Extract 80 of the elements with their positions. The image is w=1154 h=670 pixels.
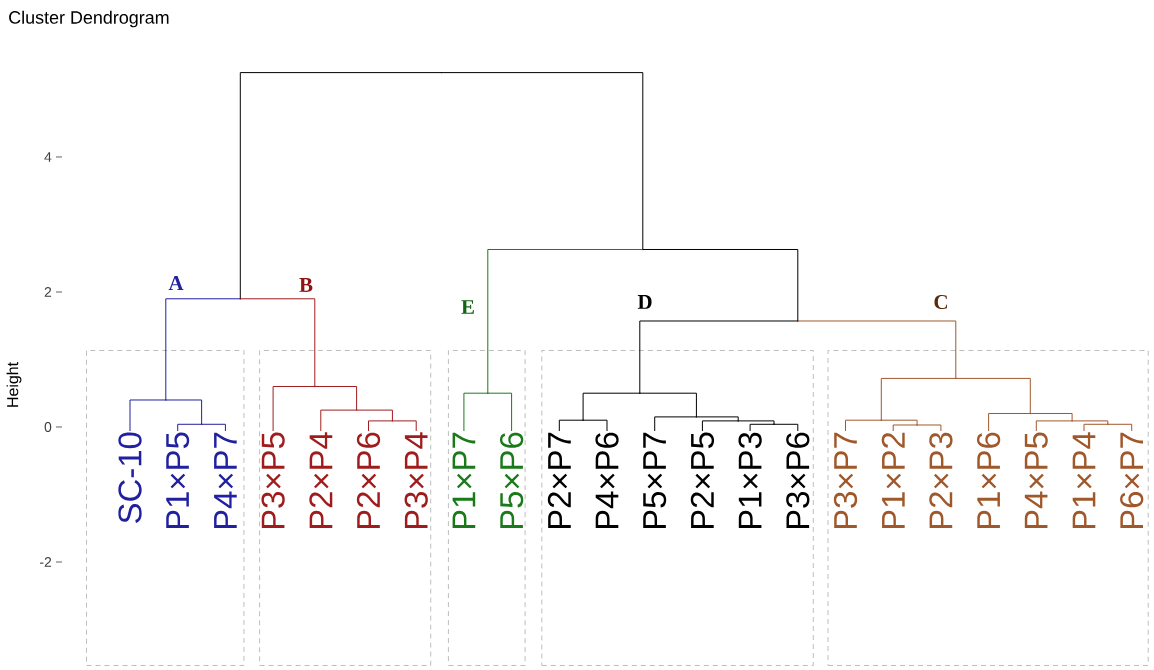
leaf-label: P5×P6 [499,432,524,529]
dendrogram-branch [582,419,608,432]
dendrogram-branch [356,409,393,422]
dendrogram-branch [1029,413,1073,422]
leaf-label: P1×P3 [738,432,762,529]
dendrogram-branch [1071,420,1109,425]
dendrogram-branch [129,399,167,432]
cluster-letter: A [168,276,184,290]
dendrogram-branch [737,420,775,425]
cluster-box [259,350,432,666]
dendrogram-branch [797,320,957,379]
dendrogram-branch [773,423,799,432]
leaf-label: P2×P7 [547,432,571,529]
cluster-box [447,350,526,666]
leaf-label: P3×P7 [833,432,858,529]
chart-title: Cluster Dendrogram [9,10,169,28]
dendrogram-branch [916,424,942,432]
dendrogram-branch [487,249,644,394]
leaf-label: P4×P6 [595,432,619,529]
tick-label: 0 [44,422,52,432]
axis-title: Height [6,362,22,407]
cluster-letter: D [637,295,652,309]
leaf-label: P1×P6 [976,432,1001,529]
dendrogram-branch [654,416,697,432]
leaf-label: P2×P5 [690,432,715,529]
dendrogram-branch [463,392,489,432]
dendrogram-branch [639,320,799,394]
leaf-label: P3×P6 [786,432,810,529]
dendrogram-branch [845,419,882,432]
cluster-letter: C [934,294,947,309]
tick-label: -2 [40,557,52,567]
dendrogram-branch [582,392,641,421]
dendrogram-branch [955,377,1031,414]
leaf-label: P6×P7 [1120,432,1144,529]
dendrogram-branch [320,409,358,432]
tick-label: 2 [44,287,52,297]
cluster-box [827,350,1149,666]
leaf-label: P1×P2 [881,432,905,529]
dendrogram-branch [314,386,358,411]
leaf-label: P2×P3 [929,432,953,529]
leaf-label: P2×P4 [309,432,333,529]
dendrogram-branch [1083,423,1109,432]
leaf-label: P4×P5 [1024,432,1048,529]
cluster-letter: B [299,278,313,292]
cluster-letter: E [461,300,474,314]
dendrogram-branch [441,72,644,250]
dendrogram-branch [880,377,957,421]
leaf-label: P4×P7 [214,432,237,529]
dendrogram-branch [642,249,799,322]
dendrogram-branch [239,72,442,300]
dendrogram-branch [487,392,513,432]
dendrogram-branch [880,419,918,426]
dendrogram-branch [701,420,739,432]
dendrogram-branch [165,399,203,425]
cluster-box [86,350,245,666]
leaf-label: P1×P5 [166,432,190,529]
leaf-label: P1×P7 [452,432,476,529]
dendrogram-branch [391,420,417,432]
dendrogram-branch [988,413,1031,432]
dendrogram-branch [1035,420,1073,432]
dendrogram-branch [1107,423,1133,432]
dendrogram-branch [201,423,226,432]
leaf-label: P5×P7 [643,432,667,529]
leaf-label: P3×P5 [261,432,285,529]
leaf-label: P1×P4 [1072,432,1096,529]
leaf-label: SC-10 [118,432,142,523]
dendrogram-branch [695,416,739,422]
dendrogram-branch [892,424,918,432]
dendrogram-branch [177,423,203,432]
leaf-label: P3×P4 [404,432,428,529]
dendrogram-branch [749,423,775,432]
tick-label: 4 [44,152,52,162]
leaf-label: P2×P6 [356,432,381,529]
dendrogram-branch [239,298,316,387]
dendrogram-branch [368,420,393,432]
cluster-box [541,350,814,666]
dendrogram-branch [639,392,697,418]
dendrogram-branch [272,386,316,432]
dendrogram-branch [165,298,241,401]
dendrogram-branch [558,419,584,432]
